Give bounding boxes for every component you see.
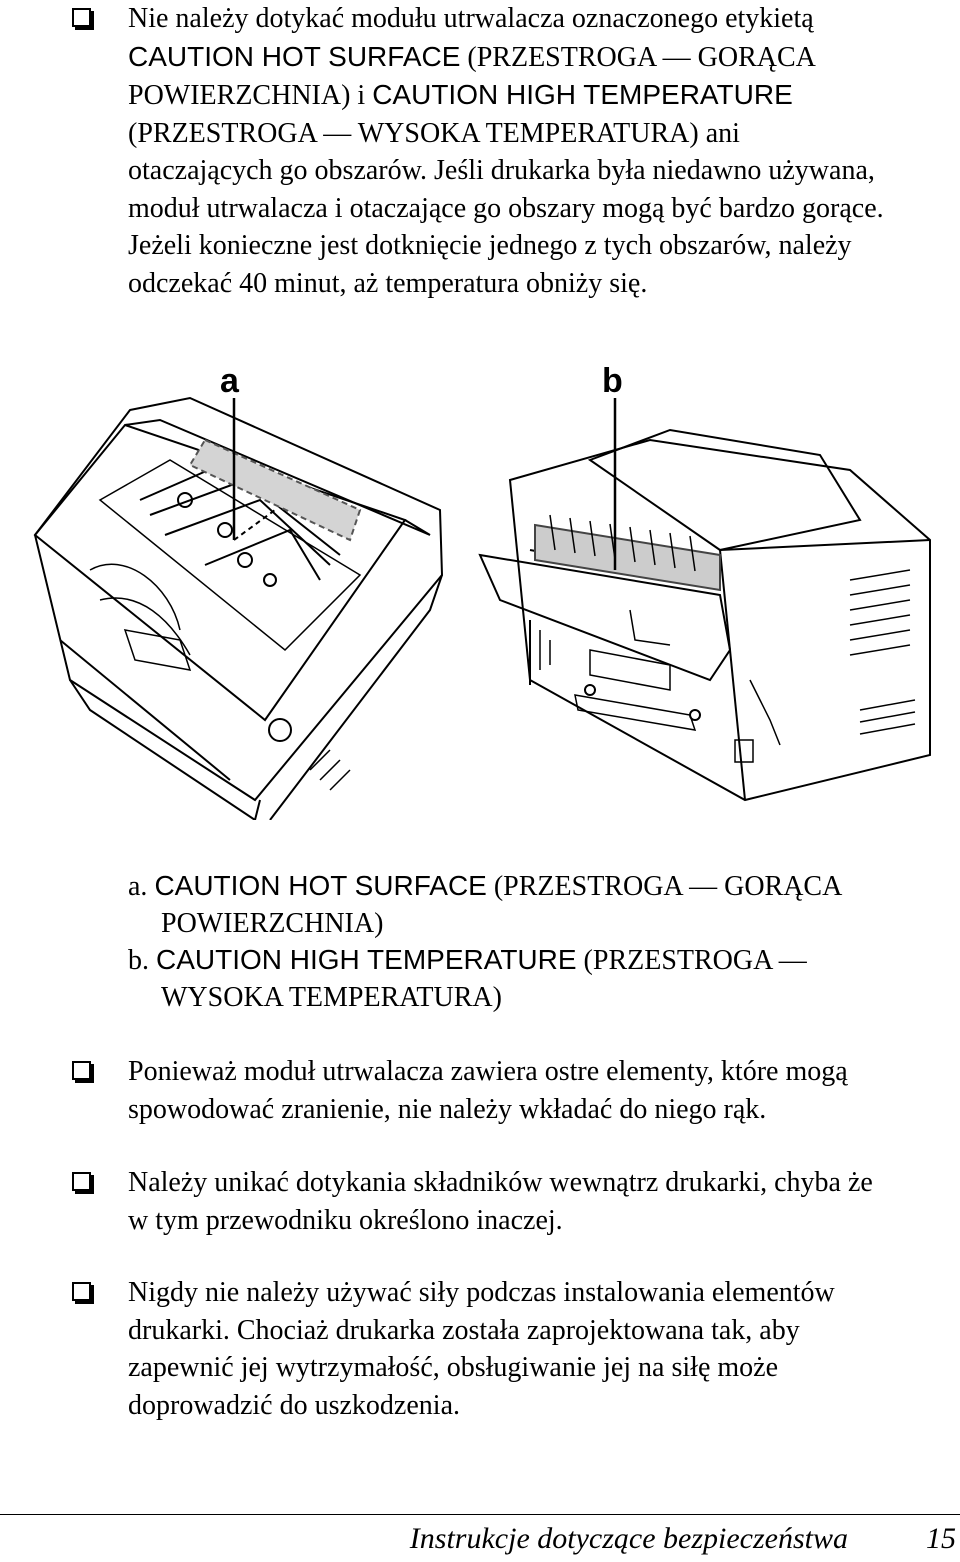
text-line: moduł utrwalacza i otaczające go obszary… bbox=[128, 192, 884, 224]
text-line: zapewnić jej wytrzymałość, obsługiwanie … bbox=[128, 1352, 779, 1383]
bullet-text: Należy unikać dotykania składników wewną… bbox=[128, 1164, 958, 1239]
text-line: odczekać 40 minut, aż temperatura obniży… bbox=[128, 267, 648, 299]
footer-rule bbox=[0, 1514, 960, 1515]
checkbox-bullet-icon bbox=[72, 1061, 91, 1080]
text-line: Ponieważ moduł utrwalacza zawiera ostre … bbox=[128, 1056, 848, 1087]
footer-section-title: Instrukcje dotyczące bezpieczeństwa bbox=[409, 1522, 848, 1555]
figure-caption-a: a. CAUTION HOT SURFACE (PRZESTROGA — GOR… bbox=[128, 870, 843, 939]
text-line: Nigdy nie należy używać siły podczas ins… bbox=[128, 1277, 835, 1308]
printer-right-drawing bbox=[478, 428, 931, 802]
bullet-text: Nie należy dotykać modułu utrwalacza ozn… bbox=[128, 0, 958, 302]
text-line: Nie należy dotykać modułu utrwalacza ozn… bbox=[128, 3, 814, 34]
printer-left-drawing bbox=[33, 396, 444, 820]
text-line: Należy unikać dotykania składników wewną… bbox=[128, 1167, 873, 1198]
text-line: drukarki. Chociaż drukarka została zapro… bbox=[128, 1314, 800, 1346]
bullet-text: Ponieważ moduł utrwalacza zawiera ostre … bbox=[128, 1053, 958, 1128]
text-line: CAUTION HOT SURFACE (PRZESTROGA — GORĄCA bbox=[128, 40, 816, 73]
figure-label-b: b bbox=[602, 362, 623, 400]
text-line: POWIERZCHNIA) i CAUTION HIGH TEMPERATURE bbox=[128, 79, 793, 111]
text-line: spowodować zranienie, nie należy wkładać… bbox=[128, 1093, 767, 1125]
checkbox-bullet-icon bbox=[72, 1282, 91, 1301]
figure-label-a: a bbox=[220, 362, 240, 400]
text-line: (PRZESTROGA — WYSOKA TEMPERATURA) ani bbox=[128, 117, 740, 149]
bullet-text: Nigdy nie należy używać siły podczas ins… bbox=[128, 1274, 958, 1424]
figure-caption-b: b. CAUTION HIGH TEMPERATURE (PRZESTROGA … bbox=[128, 944, 807, 1013]
checkbox-bullet-icon bbox=[72, 8, 91, 27]
text-line: otaczających go obszarów. Jeśli drukarka… bbox=[128, 155, 875, 186]
checkbox-bullet-icon bbox=[72, 1172, 91, 1191]
page-number: 15 bbox=[926, 1522, 956, 1555]
printer-fuser-illustration: a b bbox=[33, 362, 931, 820]
text-line: Jeżeli konieczne jest dotknięcie jednego… bbox=[128, 230, 852, 261]
text-line: w tym przewodniku określono inaczej. bbox=[128, 1204, 563, 1236]
text-line: doprowadzić do uszkodzenia. bbox=[128, 1389, 460, 1421]
